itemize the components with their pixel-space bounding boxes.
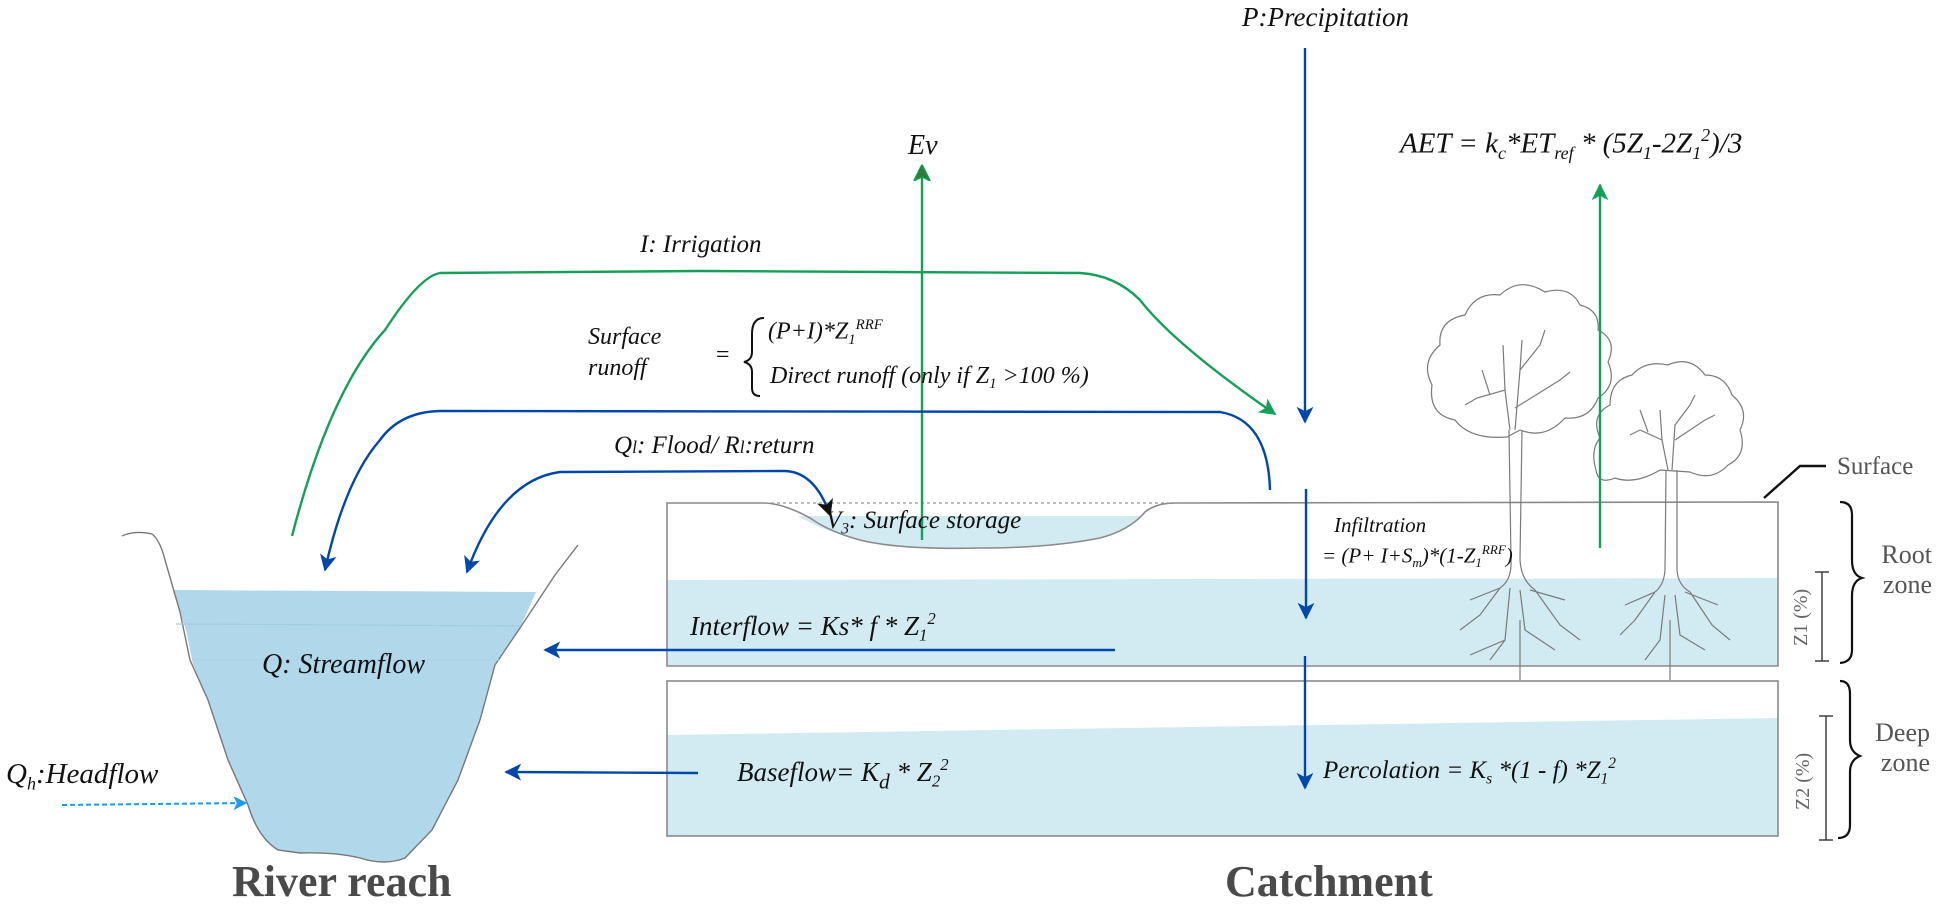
headflow-label: Qh:Headflow — [6, 758, 159, 794]
headflow-arrow — [61, 796, 248, 811]
river-bank-outline — [121, 531, 579, 863]
evaporation-label: Ev — [908, 130, 938, 161]
irrigation-arrow — [290, 269, 1277, 537]
river-reach-title: River reach — [232, 857, 452, 906]
river-channel — [121, 531, 579, 863]
flood-return-arrow — [464, 469, 833, 574]
root-zone-box — [666, 501, 1779, 667]
baseflow-equation: Baseflow= Kd * Z22 — [737, 755, 949, 794]
interflow-equation: Interflow = Ks* f * Z12 — [690, 609, 936, 645]
z2-range-bar — [1819, 715, 1833, 841]
baseflow-arrow — [504, 763, 699, 781]
infiltration-label: Infiltration — [1334, 513, 1427, 537]
streamflow-label: Q: Streamflow — [262, 649, 426, 680]
surface-storage-label: V3: Surface storage — [826, 507, 1022, 538]
deep-zone-brace — [1837, 679, 1863, 840]
irrigation-label: I: Irrigation — [640, 231, 762, 258]
river-water — [173, 590, 536, 862]
root-zone-water — [667, 578, 1778, 666]
surface-label: Surface — [1837, 453, 1914, 480]
deep-zone-water — [667, 718, 1778, 836]
z2-label: Z2 (%) — [1792, 752, 1814, 810]
z1-label: Z1 (%) — [1790, 588, 1812, 646]
aet-equation: AET = kc*ETref * (5Z1-2Z12)/3 — [1400, 125, 1743, 163]
surface-runoff-equals: = — [716, 342, 730, 368]
surface-storage-water — [798, 516, 1140, 549]
surface-runoff-case-1: (P+I)*Z1RRF — [768, 317, 883, 348]
surface-pointer — [1763, 464, 1826, 499]
deep-zone-outline — [666, 680, 1779, 837]
precipitation-label: P:Precipitation — [1242, 2, 1409, 32]
percolation-equation: Percolation = Ks *(1 - f) *Z12 — [1323, 755, 1617, 788]
flood-return-label: Ql: Flood/ Rl:return — [614, 432, 815, 459]
tree-icon — [1426, 284, 1612, 680]
deep-zone-box — [666, 680, 1779, 837]
tree-icon — [1593, 361, 1745, 680]
z1-range-bar — [1815, 571, 1829, 662]
surface-runoff-arrow — [320, 409, 1272, 572]
river-surface-line — [175, 623, 521, 627]
surface-runoff-case-2: Direct runoff (only if Z1 >100 %) — [770, 363, 1089, 393]
runoff-case-brace — [743, 317, 765, 397]
infiltration-equation: = (P+ I+Sm)*(1-Z1RRF) — [1322, 542, 1513, 570]
root-zone-brace — [1839, 500, 1866, 665]
catchment-title: Catchment — [1225, 857, 1433, 906]
